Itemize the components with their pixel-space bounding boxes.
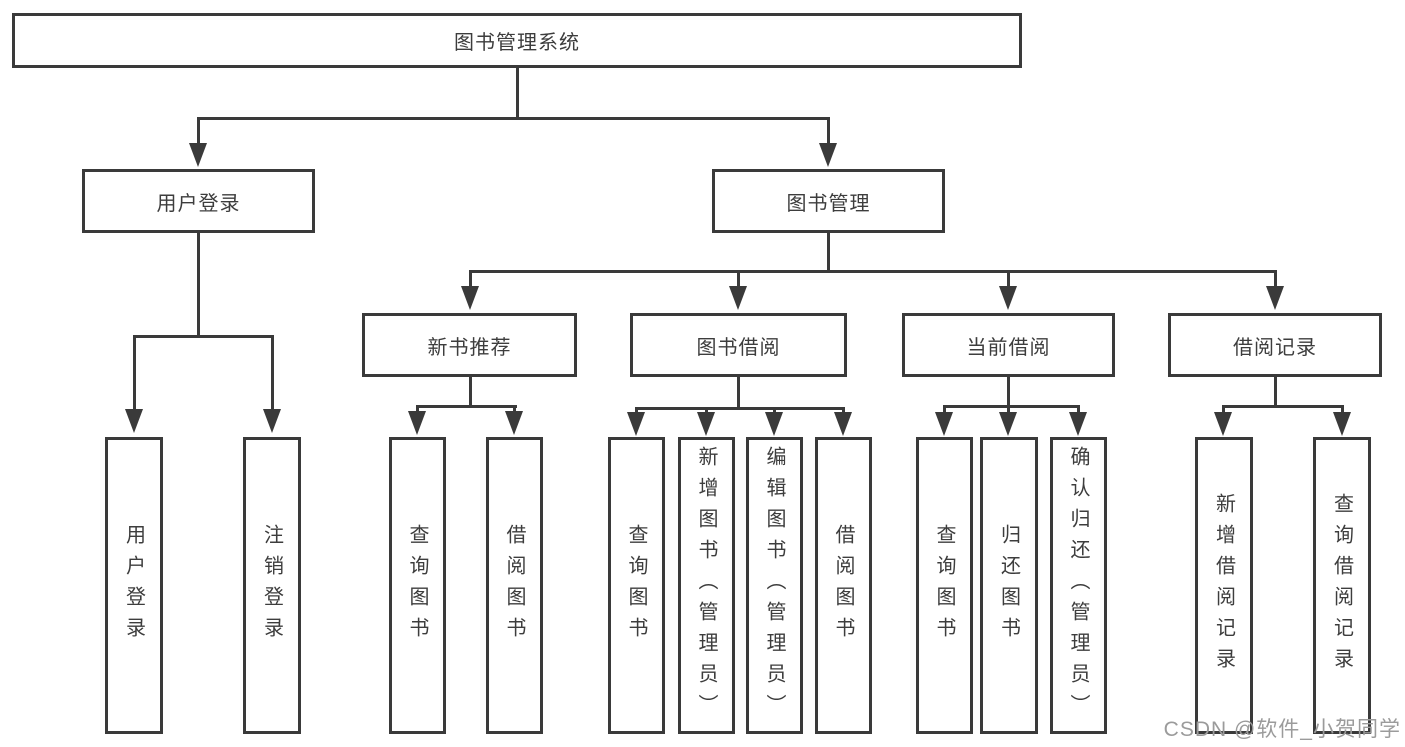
connector-line: [635, 407, 638, 412]
connector-line: [737, 377, 740, 407]
leaf-query-book-recommend: 查询图书: [389, 437, 446, 734]
connector-line: [943, 405, 1080, 408]
leaf-borrow-book: 借阅图书: [815, 437, 872, 734]
leaf-confirm-return-admin: 确认归还（管理员）: [1050, 437, 1107, 734]
connector-line: [773, 407, 776, 412]
arrowhead-down-icon: [505, 411, 523, 435]
connector-line: [271, 335, 274, 409]
leaf-edit-book-admin-label: 编辑图书（管理员）: [763, 446, 785, 725]
connector-line: [133, 335, 274, 338]
arrowhead-down-icon: [999, 286, 1017, 310]
connector-line: [1222, 405, 1344, 408]
node-new-book-recommend-label: 新书推荐: [427, 336, 512, 359]
csdn-watermark: CSDN @软件_小贺同学: [1163, 718, 1401, 741]
arrowhead-down-icon: [765, 412, 783, 436]
node-book-management: 图书管理: [712, 169, 945, 233]
node-current-borrow-label: 当前借阅: [966, 336, 1051, 359]
node-book-borrow: 图书借阅: [630, 313, 847, 377]
arrowhead-down-icon: [1333, 412, 1351, 436]
leaf-user-login-label: 用户登录: [122, 523, 145, 648]
node-root: 图书管理系统: [12, 13, 1022, 68]
node-root-label: 图书管理系统: [454, 32, 580, 54]
connector-line: [1007, 377, 1010, 405]
leaf-query-borrow-record: 查询借阅记录: [1313, 437, 1371, 734]
arrowhead-down-icon: [697, 412, 715, 436]
node-user-login-label: 用户登录: [156, 192, 241, 215]
arrowhead-down-icon: [935, 412, 953, 436]
connector-line: [737, 270, 740, 286]
connector-line: [416, 405, 419, 411]
connector-line: [469, 377, 472, 405]
connector-line: [416, 405, 517, 408]
arrowhead-down-icon: [263, 409, 281, 433]
connector-line: [469, 270, 472, 286]
leaf-add-book-admin: 新增图书（管理员）: [678, 437, 735, 734]
arrowhead-down-icon: [189, 143, 207, 167]
node-borrow-record: 借阅记录: [1168, 313, 1382, 377]
leaf-borrow-book-label: 借阅图书: [832, 523, 854, 648]
node-borrow-record-label: 借阅记录: [1233, 336, 1317, 359]
connector-line: [842, 407, 845, 412]
arrowhead-down-icon: [1069, 412, 1087, 436]
arrowhead-down-icon: [627, 412, 645, 436]
arrowhead-down-icon: [729, 286, 747, 310]
leaf-query-borrow-record-label: 查询借阅记录: [1330, 492, 1353, 679]
leaf-query-book-borrow-label: 查询图书: [625, 523, 647, 648]
connector-line: [943, 405, 946, 412]
leaf-edit-book-admin: 编辑图书（管理员）: [746, 437, 803, 734]
node-book-borrow-label: 图书借阅: [696, 336, 781, 359]
connector-line: [827, 233, 830, 270]
leaf-add-borrow-record-label: 新增借阅记录: [1212, 492, 1235, 679]
leaf-borrow-book-recommend: 借阅图书: [486, 437, 543, 734]
connector-line: [197, 233, 200, 335]
connector-line: [1274, 270, 1277, 286]
leaf-query-book-borrow: 查询图书: [608, 437, 665, 734]
leaf-return-book-label: 归还图书: [997, 523, 1020, 648]
connector-line: [197, 117, 200, 143]
connector-line: [1007, 270, 1010, 286]
arrowhead-down-icon: [125, 409, 143, 433]
leaf-query-book-current: 查询图书: [916, 437, 973, 734]
arrowhead-down-icon: [819, 143, 837, 167]
leaf-return-book: 归还图书: [980, 437, 1038, 734]
connector-line: [197, 117, 830, 120]
leaf-confirm-return-admin-label: 确认归还（管理员）: [1067, 446, 1089, 725]
connector-line: [469, 270, 1277, 273]
connector-line: [516, 68, 519, 117]
leaf-add-book-admin-label: 新增图书（管理员）: [695, 446, 717, 725]
node-book-management-label: 图书管理: [786, 192, 871, 215]
leaf-query-book-recommend-label: 查询图书: [406, 523, 428, 648]
leaf-user-login: 用户登录: [105, 437, 163, 734]
node-current-borrow: 当前借阅: [902, 313, 1115, 377]
node-user-login: 用户登录: [82, 169, 315, 233]
connector-line: [1077, 405, 1080, 412]
connector-line: [827, 117, 830, 143]
arrowhead-down-icon: [461, 286, 479, 310]
arrowhead-down-icon: [1266, 286, 1284, 310]
leaf-logout-label: 注销登录: [260, 523, 283, 648]
connector-line: [705, 407, 708, 412]
leaf-add-borrow-record: 新增借阅记录: [1195, 437, 1253, 734]
arrowhead-down-icon: [1214, 412, 1232, 436]
node-new-book-recommend: 新书推荐: [362, 313, 577, 377]
connector-line: [1222, 405, 1225, 412]
arrowhead-down-icon: [999, 412, 1017, 436]
connector-line: [1274, 377, 1277, 405]
connector-line: [1007, 405, 1010, 412]
arrowhead-down-icon: [834, 412, 852, 436]
leaf-query-book-current-label: 查询图书: [933, 523, 955, 648]
connector-line: [1341, 405, 1344, 412]
arrowhead-down-icon: [408, 411, 426, 435]
connector-line: [133, 335, 136, 409]
connector-line: [513, 405, 516, 411]
leaf-borrow-book-recommend-label: 借阅图书: [503, 523, 525, 648]
leaf-logout: 注销登录: [243, 437, 301, 734]
connector-line: [635, 407, 845, 410]
